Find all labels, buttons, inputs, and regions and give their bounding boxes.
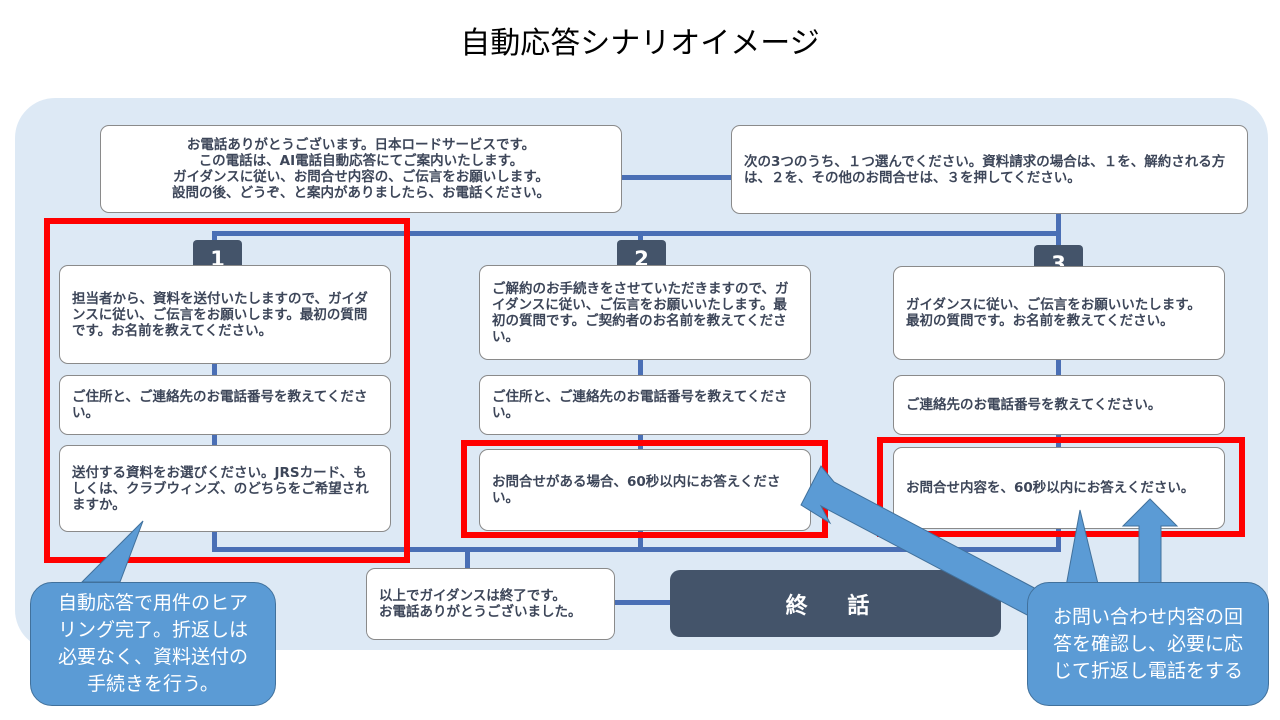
branch-3-step-1: ガイダンスに従い、ご伝言をお願いいたします。最初の質問です。お名前を教えてくださ…	[893, 266, 1225, 360]
branch-2-step-2: ご住所と、ご連絡先のお電話番号を教えてください。	[479, 375, 811, 435]
connector-line	[1056, 212, 1061, 236]
branch-2-step-3: お問合せがある場合、60秒以内にお答えください。	[479, 449, 811, 531]
callout-tail-left	[80, 520, 144, 583]
highlight-branch-3-step-3	[877, 437, 1245, 537]
block-arrow-left	[800, 465, 1043, 617]
branch-3-step-2: ご連絡先のお電話番号を教えてください。	[893, 375, 1225, 435]
branch-2-step-1: ご解約のお手続きをさせていただきますので、ガイダンスに従い、ご伝言をお願いいたし…	[479, 265, 811, 360]
connector-line	[212, 231, 1061, 236]
end-call-box: 終 話	[670, 570, 1001, 637]
branch-1-step-1: 担当者から、資料を送付いたしますので、ガイダンスに従い、ご伝言をお願いします。最…	[59, 265, 391, 364]
page-title: 自動応答シナリオイメージ	[460, 26, 820, 61]
branch-3-step-3: お問合せ内容を、60秒以内にお答えください。	[893, 447, 1225, 529]
callout-left: 自動応答で用件のヒア リング完了。折返しは 必要なく、資料送付の 手続きを行う。	[30, 582, 276, 706]
callout-tail-right	[1064, 509, 1101, 593]
branch-1-step-2: ご住所と、ご連絡先のお電話番号を教えてください。	[59, 375, 391, 435]
highlight-branch-1	[44, 218, 410, 563]
block-arrow-up	[1121, 498, 1179, 593]
connector-line	[613, 600, 671, 605]
connector-line	[465, 547, 470, 570]
branch-1-step-3: 送付する資料をお選びください。JRSカード、もしくは、クラブウィンズ、のどちらを…	[59, 445, 391, 532]
intro-message-box: お電話ありがとうございます。日本ロードサービスです。 この電話は、AI電話自動応…	[100, 125, 622, 213]
callout-right: お問い合わせ内容の回 答を確認し、必要に応 じて折返し電話をする	[1027, 582, 1269, 706]
connector-line	[620, 175, 733, 180]
connector-line	[212, 547, 1061, 552]
menu-choice-box: 次の3つのうち、１つ選んでください。資料請求の場合は、１を、解約される方は、２を…	[731, 125, 1248, 214]
closing-message-box: 以上でガイダンスは終了です。 お電話ありがとうございました。	[366, 568, 615, 640]
